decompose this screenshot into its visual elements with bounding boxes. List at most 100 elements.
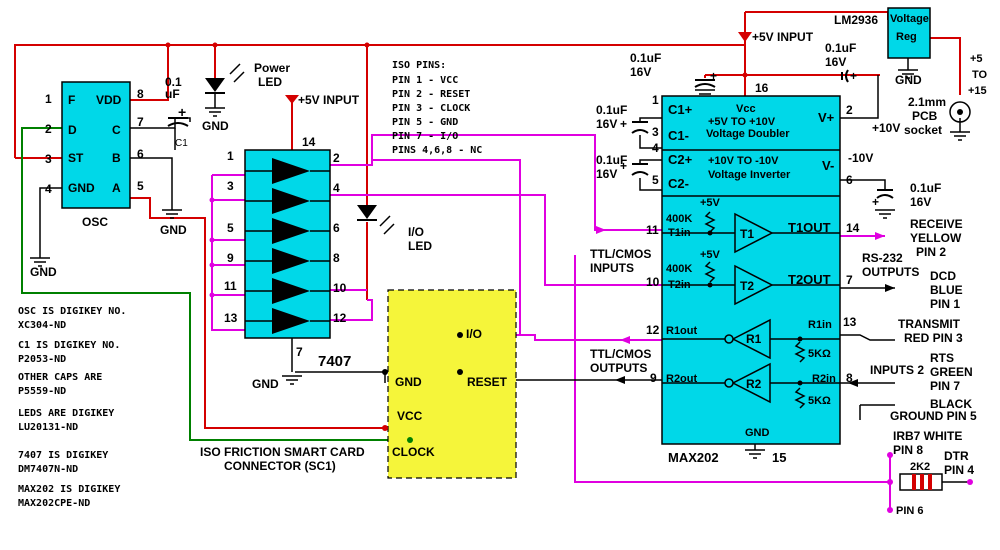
gnd-label-power-led: GND (202, 119, 229, 133)
7407-in-pin: 1 (227, 149, 234, 163)
res-2k2: 2K2 (899, 461, 943, 491)
osc-pin3-num: 3 (45, 152, 52, 166)
pin6-label: PIN 6 (896, 505, 924, 517)
7407-out-pin: 6 (333, 221, 340, 235)
ttl-outputs-2: OUTPUTS (590, 361, 647, 375)
power-led-label-2: LED (258, 75, 282, 89)
signal-arrows (596, 226, 895, 387)
7407-in-pin: 9 (227, 251, 234, 265)
parts-line: MAX202CPE-ND (18, 498, 90, 509)
osc-pin1-label: F (68, 93, 75, 107)
regulator-line1: Voltage (890, 13, 929, 25)
max-c1p: C1+ (668, 102, 693, 117)
c1p-cap-voltage: 16V (596, 117, 617, 131)
parts-line: LEDS ARE DIGIKEY (18, 408, 114, 419)
dcd-1: DCD (930, 269, 956, 283)
smart-card-body (387, 289, 517, 479)
parts-line: C1 IS DIGIKEY NO. (18, 340, 120, 351)
osc-pin8-label: VDD (96, 93, 122, 107)
parts-line: P5559-ND (18, 386, 66, 397)
io-led-label-1: I/O (408, 225, 424, 239)
res400k-label: 400K (666, 263, 692, 275)
transmit-2: RED PIN 3 (904, 331, 963, 345)
regulator-body (887, 7, 931, 59)
plus5-input-7407: +5V INPUT (285, 93, 360, 107)
7407-in-pin: 5 (227, 221, 234, 235)
7407-in-pin: 13 (224, 311, 238, 325)
max-doubler-2: Voltage Doubler (706, 128, 790, 140)
vplus-cap-plus: + (850, 69, 857, 83)
res5k-label: 5KΩ (808, 395, 831, 407)
socket-2: PCB (912, 109, 938, 123)
7407-gnd-pin: 7 (296, 345, 303, 359)
iso-pin-line: PIN 7 - I/O (392, 131, 458, 142)
vcc-cap-voltage: 16V (630, 65, 651, 79)
max-pin14: 14 (846, 221, 860, 235)
osc-pin3-label: ST (68, 151, 84, 165)
vr-cap-value: 0.1uF (825, 41, 856, 55)
rts-2: GREEN (930, 365, 973, 379)
max-pin8: 8 (846, 371, 853, 385)
parts-line: XC304-ND (18, 320, 66, 331)
max-r1: R1 (746, 332, 762, 346)
neg-cap-plus: + (872, 195, 879, 209)
gnd-label-reg: GND (895, 73, 922, 87)
c1-plus: + (178, 104, 186, 120)
vcc-cap-value: 0.1uF (630, 51, 661, 65)
magenta-wires (211, 134, 891, 510)
gnd-neg-cap (875, 209, 895, 219)
gnd-osc-cap (162, 209, 182, 219)
res400k-label: 400K (666, 213, 692, 225)
rs232-label: RS-232 (862, 251, 903, 265)
socket-3: socket (904, 123, 942, 137)
supply-2: TO (972, 69, 988, 81)
7407-title: 7407 (318, 353, 351, 370)
iso-pin-line: PIN 3 - CLOCK (392, 103, 470, 114)
card-io-label: I/O (466, 327, 482, 341)
plus5-input-7407-label: +5V INPUT (298, 93, 360, 107)
oscillator: F D ST GND VDD C B A 1 2 3 4 8 7 6 5 OSC (45, 81, 144, 229)
card-reset-label: RESET (467, 375, 508, 389)
gnd-7407 (282, 375, 302, 385)
io-led-label-2: LED (408, 239, 432, 253)
green-wires (21, 127, 410, 441)
max-c2m: C2- (668, 176, 689, 191)
neg-cap-value: 0.1uF (910, 181, 941, 195)
osc-capacitors: 0.1 uF C1 + (165, 75, 189, 149)
res2k2-label: 2K2 (910, 461, 930, 473)
inputs2-label: INPUTS 2 (870, 363, 924, 377)
c2p-cap-value: 0.1uF (596, 153, 627, 167)
dcd-2: BLUE (930, 283, 963, 297)
iso-pins-title: ISO PINS: (392, 60, 446, 71)
7407-out-pin: 2 (333, 151, 340, 165)
socket-1: 2.1mm (908, 95, 946, 109)
max-t1: T1 (740, 227, 754, 241)
card-title-1: ISO FRICTION SMART CARD (200, 445, 365, 459)
ic-max202: 16 C1+ C1- C2+ C2- Vcc +5V TO +10V Volta… (646, 81, 860, 465)
voltage-regulator: Voltage Reg LM2936 (834, 7, 931, 59)
max-pin13: 13 (843, 315, 857, 329)
osc-pin5-label: A (112, 181, 121, 195)
max-t2out: T2OUT (788, 272, 831, 287)
7407-out-pin: 12 (333, 311, 347, 325)
osc-pin1-num: 1 (45, 92, 52, 106)
osc-pin4-label: GND (68, 181, 95, 195)
iso-pins-block: ISO PINS: PIN 1 - VCC PIN 2 - RESET PIN … (392, 60, 482, 156)
max-r2out: R2out (666, 373, 698, 385)
rts-3: PIN 7 (930, 379, 960, 393)
dcd-3: PIN 1 (930, 297, 960, 311)
osc-pin7-num: 7 (137, 115, 144, 129)
dc-socket: +5 TO +15 2.1mm PCB socket (904, 53, 988, 137)
osc-pin2-label: D (68, 123, 77, 137)
iso-pin-line: PINS 4,6,8 - NC (392, 145, 482, 156)
max-t2in: T2in (668, 279, 691, 291)
max-vcc: Vcc (736, 103, 756, 115)
red-wires (14, 11, 961, 429)
vcc-cap-plus: + (710, 69, 717, 83)
gnd-max202 (745, 444, 765, 459)
ttl-inputs-2: INPUTS (590, 261, 634, 275)
neg-cap-voltage: 16V (910, 195, 931, 209)
plus5v-label: +5V (700, 249, 721, 261)
max-pin3: 3 (652, 125, 659, 139)
